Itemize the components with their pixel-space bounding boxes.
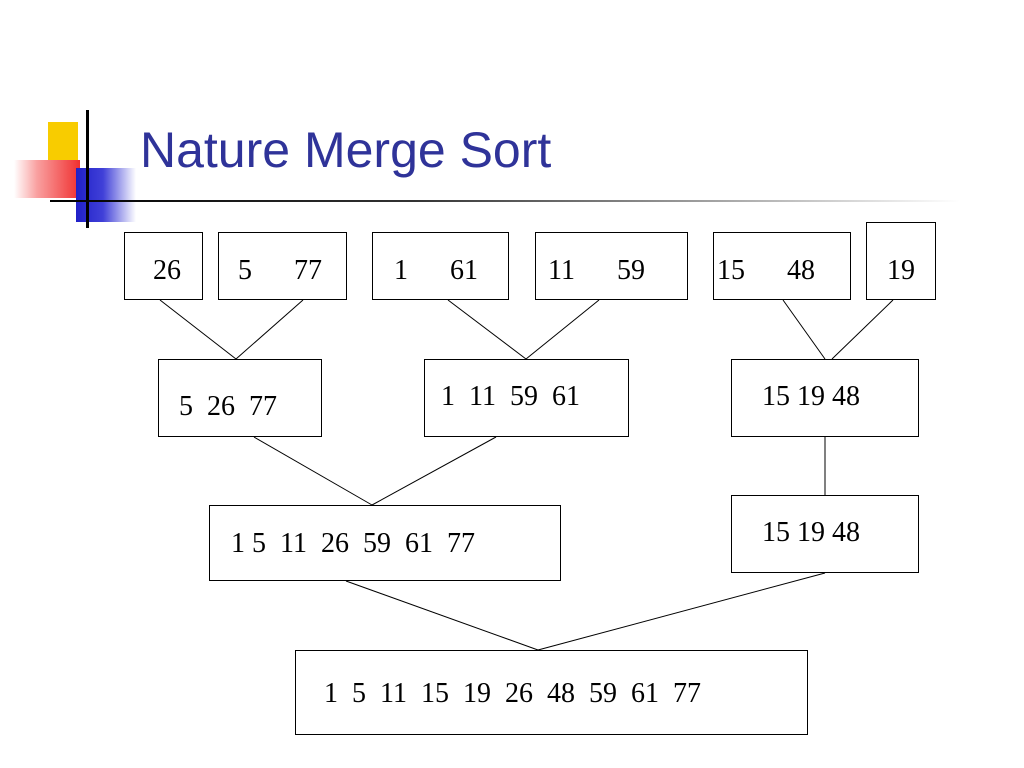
leaf-node-5: 15 48	[713, 232, 851, 300]
merge-node-e: 15 19 48	[731, 495, 919, 573]
decor-red-square	[14, 160, 80, 198]
node-label: 5 77	[238, 255, 322, 286]
node-label: 1 11 59 61	[441, 381, 580, 412]
node-label: 19	[887, 255, 915, 286]
edge-leaf6-merge-c	[831, 299, 894, 360]
merge-node-b: 1 11 59 61	[424, 359, 629, 437]
node-label: 1 5 11 26 59 61 77	[231, 528, 475, 559]
node-label: 1 5 11 15 19 26 48 59 61 77	[324, 678, 701, 709]
node-label: 15 19 48	[762, 381, 860, 412]
edge-leaf2-merge-a	[235, 299, 304, 360]
edge-leaf1-merge-a	[159, 299, 237, 360]
leaf-node-1: 26	[124, 232, 203, 300]
leaf-node-3: 1 61	[372, 232, 509, 300]
leaf-node-2: 5 77	[218, 232, 347, 300]
node-label: 26	[153, 255, 181, 286]
leaf-node-6: 19	[866, 222, 936, 300]
leaf-node-4: 11 59	[535, 232, 688, 300]
final-sorted-node: 1 5 11 15 19 26 48 59 61 77	[295, 650, 808, 735]
edge-leaf4-merge-b	[525, 299, 600, 360]
edge-merge-b-merge-d	[371, 436, 497, 506]
merge-node-a: 5 26 77	[158, 359, 322, 437]
node-label: 15 48	[717, 255, 815, 286]
merge-node-c: 15 19 48	[731, 359, 919, 437]
node-label: 5 26 77	[179, 391, 277, 422]
edge-leaf3-merge-b	[447, 299, 527, 360]
edge-merge-d-final	[345, 580, 539, 651]
node-label: 11 59	[548, 255, 645, 286]
slide-title: Nature Merge Sort	[140, 122, 552, 178]
title-underline	[50, 200, 960, 202]
node-label: 1 61	[394, 255, 478, 286]
edge-merge-a-merge-d	[253, 436, 373, 506]
decor-vertical-line	[86, 110, 89, 228]
edge-leaf5-merge-c	[782, 299, 826, 360]
node-label: 15 19 48	[762, 517, 860, 548]
merge-node-d: 1 5 11 26 59 61 77	[209, 505, 561, 581]
edge-merge-e-final	[537, 572, 826, 651]
